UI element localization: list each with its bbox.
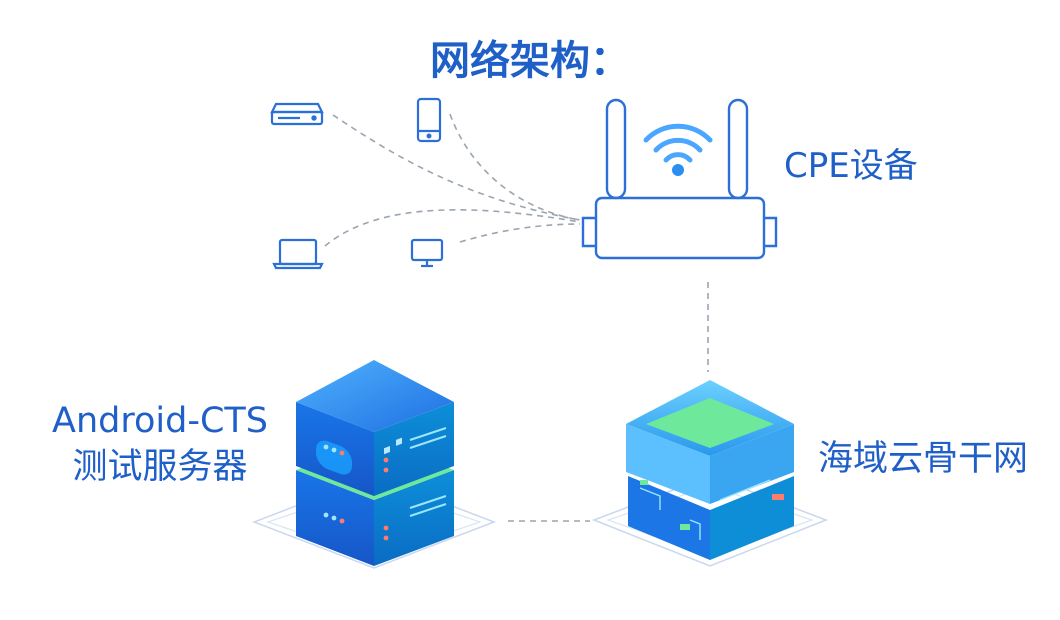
wifi-router-icon <box>581 98 778 260</box>
laptop-icon <box>272 238 324 270</box>
cloud-backbone-icon <box>591 380 829 567</box>
set-top-box-icon <box>270 102 324 126</box>
server-label: Android-CTS 测试服务器 <box>52 398 268 490</box>
server-label-line1: Android-CTS <box>52 401 268 441</box>
cpe-label: CPE设备 <box>784 146 918 186</box>
backbone-label: 海域云骨干网 <box>818 439 1029 479</box>
connector-laptop-cpe <box>324 209 581 247</box>
wifi-signal-icon <box>643 123 713 163</box>
diagram-title: 网络架构： <box>430 38 630 84</box>
server-stack-icon <box>251 360 497 569</box>
connector-phone-cpe <box>449 113 581 221</box>
connector-monitor-cpe <box>459 223 581 243</box>
smartphone-icon <box>416 97 442 143</box>
monitor-icon <box>410 238 444 268</box>
connector-lines <box>324 113 709 522</box>
connector-settop-cpe <box>332 114 581 221</box>
server-label-line2: 测试服务器 <box>72 447 248 487</box>
